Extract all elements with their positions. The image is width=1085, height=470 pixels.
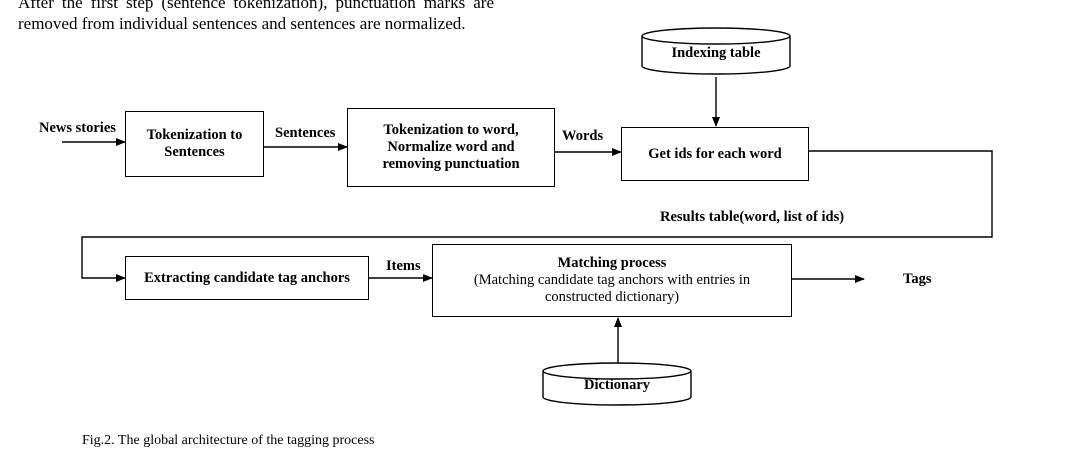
- intro-paragraph: After the first step (sentence tokenizat…: [18, 0, 494, 33]
- tokenize-sentences-box: Tokenization to Sentences: [125, 111, 264, 177]
- indexing-table-cylinder: [641, 27, 791, 75]
- tokenize-words-box: Tokenization to word, Normalize word and…: [347, 108, 555, 187]
- matching-process-sub-line-1: (Matching candidate tag anchors with ent…: [473, 272, 751, 288]
- tags-label: Tags: [903, 271, 932, 287]
- arrow-results-loop: [81, 150, 993, 282]
- tokenize-words-line-3: removing punctuation: [382, 156, 520, 172]
- dictionary-cylinder: [542, 362, 692, 406]
- sentences-label: Sentences: [275, 125, 336, 141]
- extract-anchors-box: Extracting candidate tag anchors: [125, 256, 369, 300]
- matching-process-sub-line-2: constructed dictionary): [544, 289, 680, 305]
- matching-process-box: Matching process (Matching candidate tag…: [432, 244, 792, 317]
- items-label: Items: [386, 258, 421, 274]
- figure-caption: Fig.2. The global architecture of the ta…: [82, 433, 375, 448]
- extract-anchors-text: Extracting candidate tag anchors: [144, 269, 350, 286]
- matching-process-title: Matching process: [557, 255, 667, 271]
- tokenize-words-line-1: Tokenization to word,: [383, 122, 519, 138]
- tokenize-words-line-2: Normalize word and: [387, 139, 515, 155]
- tokenize-sentences-text: Tokenization to Sentences: [146, 127, 243, 160]
- dictionary-label: Dictionary: [583, 377, 651, 393]
- get-ids-box: Get ids for each word: [621, 127, 809, 181]
- news-stories-label: News stories: [39, 120, 116, 136]
- results-table-label: Results table(word, list of ids): [660, 209, 845, 225]
- words-label: Words: [562, 128, 604, 144]
- indexing-table-label: Indexing table: [671, 45, 761, 61]
- get-ids-text: Get ids for each word: [648, 145, 782, 162]
